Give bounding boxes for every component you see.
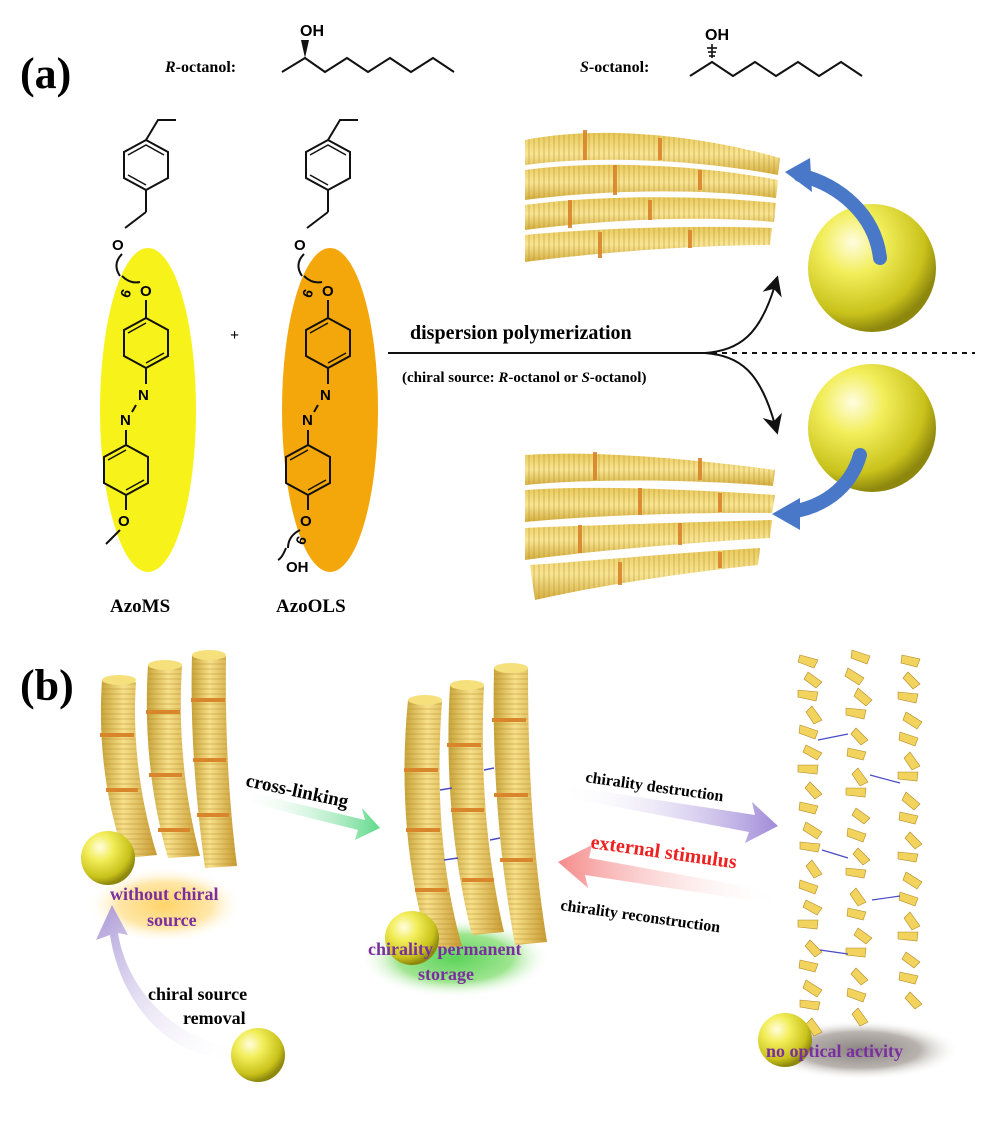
permanent-line1: chirality permanent [368, 939, 521, 959]
azools-oh: OH [286, 559, 309, 576]
sphere-without-chiral [81, 831, 135, 885]
chirality-destruction-arrow [558, 785, 778, 843]
chirality-reconstruction-label: chirality reconstruction [559, 897, 721, 936]
fiber-bundle-crosslinked [404, 663, 547, 950]
chiral-sphere-top [808, 204, 936, 332]
chirality-reconstruction-arrow [558, 845, 782, 905]
azoms-n1: N [138, 387, 149, 404]
r-octanol-structure: R-octanol: OH [164, 23, 455, 76]
azools-monomer: O 6 O N N O 6 OH [277, 119, 378, 576]
r-octanol-oh: OH [300, 23, 324, 40]
chiral-source-removal-arrow [96, 905, 240, 1060]
removal-line1: chiral source [148, 984, 247, 1004]
panel-b-label: (b) [20, 661, 74, 710]
disordered-column-1 [797, 654, 823, 1037]
panel-b: (b) [20, 649, 960, 1082]
disordered-column-2 [844, 649, 873, 1027]
azools-n2: N [302, 412, 313, 429]
azools-name: AzoOLS [276, 596, 346, 617]
azoms-n2: N [120, 412, 131, 429]
panel-a: (a) R-octanol: OH S-octanol: OH [20, 23, 975, 617]
cross-linking-arrow [238, 790, 380, 840]
without-chiral-line1: without chiral [110, 884, 219, 904]
without-chiral-line2: source [147, 910, 197, 930]
permanent-line2: storage [418, 964, 474, 984]
reaction-condition: (chiral source: R-octanol or S-octanol) [402, 370, 646, 386]
azoms-monomer: O 6 O N N O [100, 119, 196, 572]
fiber-bundle-without-chiral [100, 650, 237, 868]
s-octanol-structure: S-octanol: OH [580, 27, 863, 78]
azoms-o-term: O [118, 513, 130, 530]
disordered-fibers [797, 649, 923, 1037]
s-octanol-label: S-octanol: [580, 59, 649, 76]
azoms-o-upper: O [112, 237, 124, 254]
azools-n1: N [320, 387, 331, 404]
disordered-column-3 [897, 654, 923, 1010]
sphere-permanent-storage [385, 911, 439, 965]
glow-without-chiral [87, 867, 243, 943]
rotation-arrow-top [793, 168, 887, 265]
azoms-o-lower: O [140, 283, 152, 300]
sphere-removed [231, 1028, 285, 1082]
no-optical-label: no optical activity [766, 1041, 903, 1061]
chiral-sphere-bottom [808, 364, 936, 492]
helix-bundle-left-handed [525, 452, 775, 600]
azools-o-lower: O [322, 283, 334, 300]
removal-line2: removal [183, 1008, 246, 1028]
azools-o-upper: O [294, 237, 306, 254]
reaction-title: dispersion polymerization [410, 322, 632, 344]
plus-sign: + [230, 327, 239, 344]
helix-bundle-right-handed [525, 130, 780, 262]
s-octanol-oh: OH [705, 27, 729, 44]
reaction-arrow [388, 275, 975, 435]
r-octanol-label: R-octanol: [164, 59, 236, 76]
panel-a-label: (a) [20, 49, 71, 98]
azoms-name: AzoMS [110, 596, 170, 617]
azools-o-term: O [300, 513, 312, 530]
sphere-no-optical [758, 1013, 812, 1067]
